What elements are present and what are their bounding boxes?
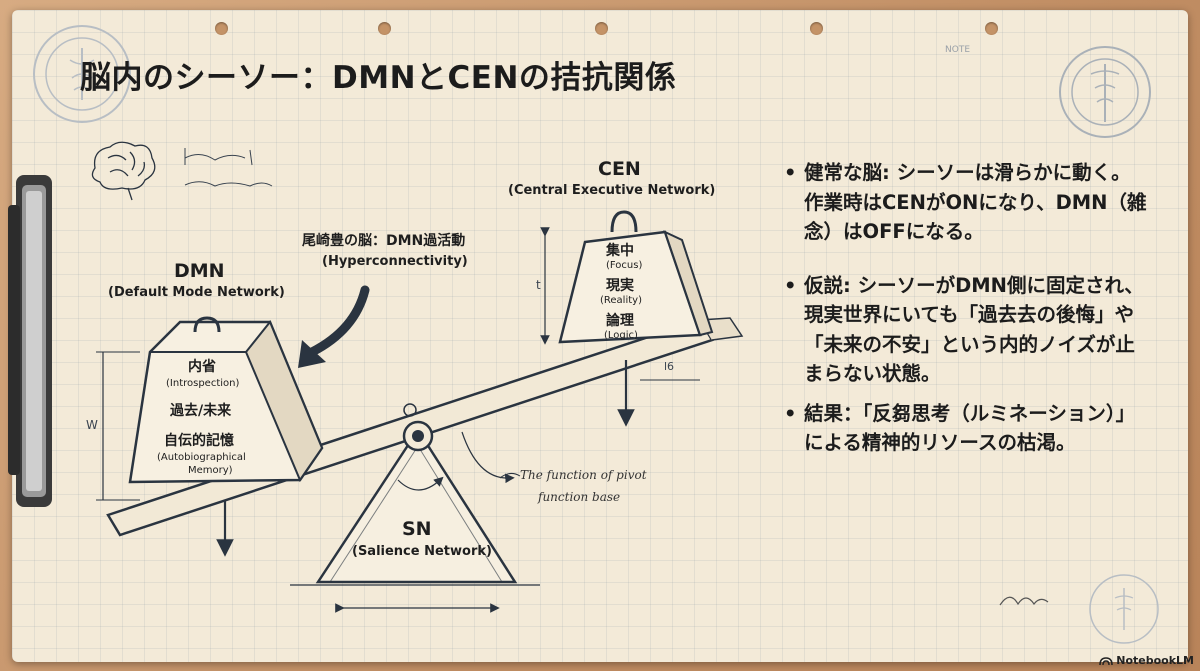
binder-hole: [378, 22, 391, 35]
sn-pivot-base: [290, 427, 540, 613]
dmn-full-label: (Default Mode Network): [108, 285, 285, 300]
medical-stamp-icon: [33, 25, 131, 123]
dmn-weight-line-autobio: 自伝的記憶: [164, 433, 234, 449]
dmn-weight: [96, 316, 324, 557]
binder-hole: [810, 22, 823, 35]
bullet-hypothesis: 仮説: シーソーがDMN側に固定され、現実世界にいても「過去去の後悔」や「未来の…: [782, 271, 1150, 389]
footer-brand: NotebookLM: [1099, 654, 1194, 667]
binder-hole: [215, 22, 228, 35]
footer-brand-label: NotebookLM: [1116, 654, 1194, 667]
overactive-arrow: [307, 285, 370, 357]
pivot-note-pointer: [499, 472, 521, 479]
cen-weight-line-reality-en: (Reality): [600, 295, 642, 306]
dmn-weight-line-introspection: 内省: [188, 359, 216, 375]
cen-weight-line-logic: 論理: [606, 313, 634, 329]
caduceus-stamp-icon: [1059, 46, 1151, 138]
bullet-healthy-brain: 健常な脳: シーソーは滑らかに動く。作業時はCENがONになり、DMN（雑念）は…: [782, 158, 1150, 247]
bullet-result: 結果：「反芻思考（ルミネーション）」による精神的リソースの枯渇。: [782, 399, 1150, 458]
dmn-weight-line-introspection-en: (Introspection): [166, 378, 240, 389]
cen-name-label: CEN: [598, 158, 641, 180]
cen-weight-line-focus: 集中: [606, 243, 634, 259]
sn-full-label: (Salience Network): [352, 544, 492, 559]
signature-scribble: [999, 596, 1049, 606]
note-label: NOTE: [945, 45, 971, 55]
pivot-note-line1: The function of pivot: [520, 468, 647, 482]
cen-weight-line-logic-en: (Logic): [604, 330, 638, 341]
page-title: 脳内のシーソー：DMNとCENの拮抗関係: [80, 60, 677, 96]
cen-weight-line-focus-en: (Focus): [606, 260, 643, 271]
dim-label-l: l6: [664, 360, 675, 373]
dmn-weight-line-autobio-en: (Autobiographical: [157, 452, 246, 463]
dmn-weight-line-past-future: 過去/未来: [170, 403, 232, 419]
binder-hole: [595, 22, 608, 35]
cen-full-label: (Central Executive Network): [508, 183, 716, 198]
dmn-name-label: DMN: [174, 260, 225, 282]
overactive-sublabel: (Hyperconnectivity): [322, 254, 468, 269]
binder-hole: [985, 22, 998, 35]
scribble-notes: [184, 148, 273, 187]
key-points-list: 健常な脳: シーソーは滑らかに動く。作業時はCENがONになり、DMN（雑念）は…: [782, 158, 1150, 482]
notebooklm-logo-icon: [1099, 656, 1114, 665]
pivot-joint: [402, 403, 515, 484]
clipboard-clip-icon: [8, 175, 52, 507]
overactive-arrowhead: [298, 340, 326, 368]
sn-name-label: SN: [402, 518, 432, 540]
caduceus-stamp-small-icon: [1089, 574, 1159, 644]
brain-sketch-icon: [91, 141, 156, 201]
dmn-weight-line-memory-en: Memory): [188, 465, 233, 476]
cen-weight: [540, 210, 714, 427]
pivot-note-line2: function base: [538, 490, 621, 504]
cen-weight-line-reality: 現実: [606, 278, 634, 294]
overactive-label: 尾崎豊の脳：DMN過活動: [302, 233, 466, 249]
dim-label-t: t: [536, 278, 541, 292]
dim-label-w: W: [86, 418, 98, 432]
